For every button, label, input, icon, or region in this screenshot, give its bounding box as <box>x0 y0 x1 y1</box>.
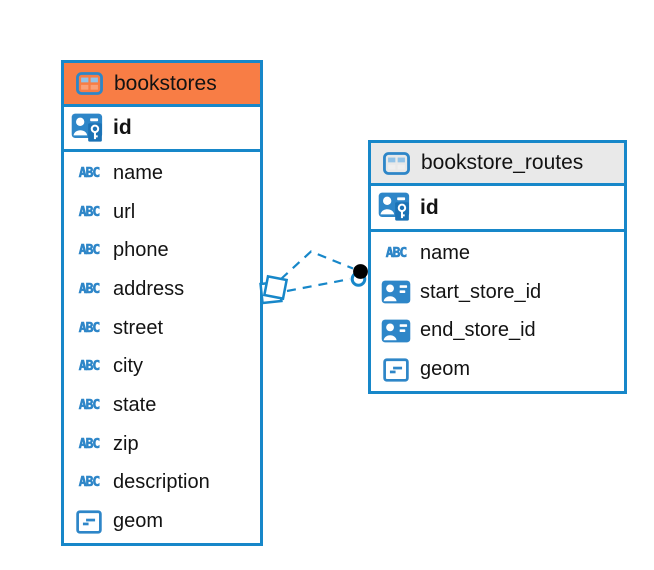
column-name: url <box>113 200 136 223</box>
table-icon <box>71 72 107 95</box>
column-name: start_store_id <box>420 280 542 303</box>
column-row[interactable]: ABC phone <box>64 231 260 270</box>
column-name: id <box>420 195 439 219</box>
relationship-line[interactable] <box>280 250 354 280</box>
column-list: ABC name ABC url ABC phone ABC address A… <box>64 152 260 543</box>
text-type-icon: ABC <box>78 243 100 259</box>
column-name: city <box>113 355 143 378</box>
table-name: bookstore_routes <box>421 151 584 174</box>
column-name: street <box>113 316 164 339</box>
reference-icon <box>378 280 414 304</box>
column-row[interactable]: ABC state <box>64 386 260 425</box>
geometry-type-icon <box>71 510 107 534</box>
column-name: geom <box>420 358 471 381</box>
column-name: state <box>113 394 157 417</box>
column-row[interactable]: geom <box>371 350 624 389</box>
column-row[interactable]: ABC address <box>64 270 260 309</box>
dot-marker[interactable] <box>350 264 368 287</box>
text-type-icon: ABC <box>78 320 100 336</box>
text-type-icon: ABC <box>78 398 100 414</box>
column-name: phone <box>113 239 169 262</box>
geometry-type-icon <box>378 358 414 382</box>
relationship-line[interactable] <box>286 277 351 293</box>
column-row[interactable]: ABC url <box>64 193 260 232</box>
column-name: name <box>113 161 164 184</box>
text-type-icon: ABC <box>78 475 100 491</box>
table-header-bookstores[interactable]: bookstores <box>64 63 260 107</box>
text-type-icon: ABC <box>78 204 100 220</box>
person-key-icon <box>71 113 107 144</box>
text-type-icon: ABC <box>78 281 100 298</box>
table-bookstore-routes[interactable]: bookstore_routes id ABC name start_store… <box>368 140 627 394</box>
column-name: geom <box>113 510 164 533</box>
primary-key-row[interactable]: id <box>371 186 624 232</box>
column-list: ABC name start_store_id end_store_id ge <box>371 232 624 391</box>
column-name: address <box>113 277 185 300</box>
column-row[interactable]: start_store_id <box>371 273 624 312</box>
column-row[interactable]: ABC street <box>64 309 260 348</box>
column-row[interactable]: geom <box>64 502 260 541</box>
column-row[interactable]: ABC description <box>64 464 260 503</box>
column-name: name <box>420 241 471 264</box>
primary-key-row[interactable]: id <box>64 107 260 152</box>
column-row[interactable]: end_store_id <box>371 312 624 351</box>
column-name: end_store_id <box>420 319 536 342</box>
stacked-squares-marker[interactable] <box>259 274 289 305</box>
column-name: description <box>113 471 210 494</box>
table-header-bookstore-routes[interactable]: bookstore_routes <box>371 143 624 186</box>
text-type-icon: ABC <box>385 245 407 262</box>
column-row[interactable]: ABC name <box>64 154 260 193</box>
text-type-icon: ABC <box>78 359 100 375</box>
column-name: id <box>113 116 132 139</box>
table-bookstores[interactable]: bookstores id ABC name ABC url ABC phone… <box>61 60 263 546</box>
text-type-icon: ABC <box>78 436 100 452</box>
column-row[interactable]: ABC name <box>371 234 624 273</box>
column-row[interactable]: ABC zip <box>64 425 260 464</box>
text-type-icon: ABC <box>78 165 100 182</box>
person-key-icon <box>378 192 414 223</box>
column-row[interactable]: ABC city <box>64 348 260 387</box>
column-name: zip <box>113 432 139 455</box>
table-icon <box>378 152 414 175</box>
table-name: bookstores <box>114 71 217 95</box>
reference-icon <box>378 319 414 343</box>
